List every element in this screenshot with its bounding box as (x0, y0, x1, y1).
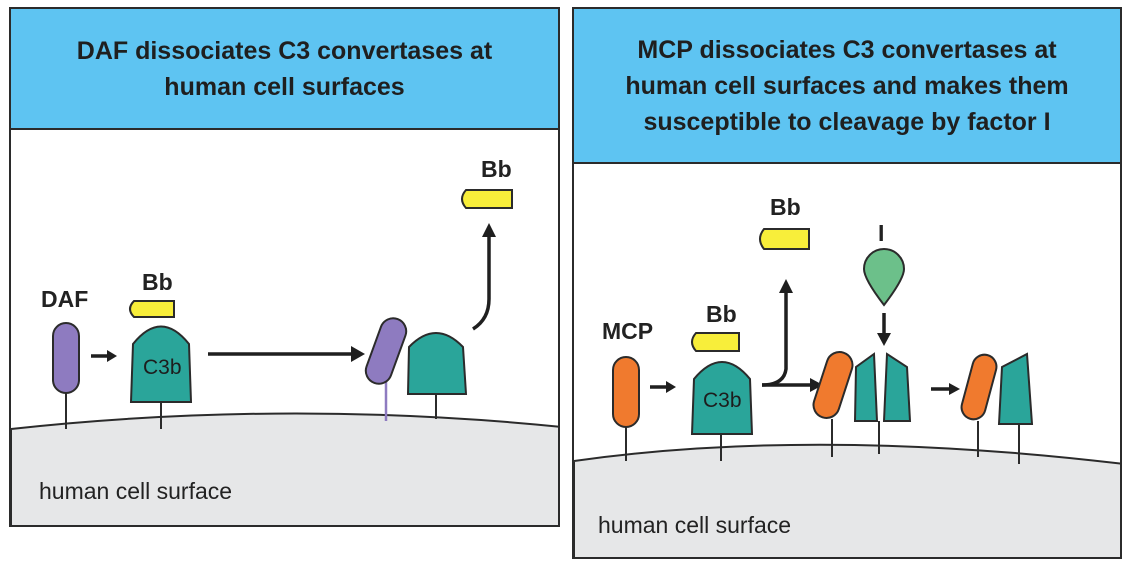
c3b-molecule (690, 361, 754, 435)
arrow-release-head (482, 223, 496, 237)
mcp-bound (812, 351, 854, 419)
arrow-release-head (779, 279, 793, 293)
bb-label-2: Bb (770, 194, 801, 220)
bb-label-1: Bb (142, 269, 173, 295)
daf-label: DAF (41, 286, 88, 312)
daf-diagram: human cell surface DAF Bb C3b Bb (11, 156, 558, 525)
mcp-panel-title: MCP dissociates C3 convertases at human … (625, 35, 1069, 136)
arrow-long-head (351, 346, 365, 362)
daf-molecule (52, 322, 80, 394)
c3b-label: C3b (703, 389, 742, 412)
arrow-factor-i-head (877, 333, 891, 346)
surface-label: human cell surface (39, 478, 232, 504)
mcp-final (960, 353, 998, 421)
mcp-label: MCP (602, 318, 653, 344)
mcp-panel-header: MCP dissociates C3 convertases at human … (574, 9, 1120, 164)
cell-surface (574, 443, 1120, 557)
arrow-release (761, 291, 788, 387)
arrow-small-head (107, 350, 117, 362)
bb-fragment (691, 332, 740, 352)
bb-label-1: Bb (706, 301, 737, 327)
factor-i (862, 248, 906, 307)
daf-panel-title: DAF dissociates C3 convertases at human … (76, 36, 493, 101)
bb-released (759, 228, 810, 250)
mcp-panel: MCP dissociates C3 convertases at human … (572, 7, 1122, 559)
cell-surface (11, 412, 558, 525)
bb-label-2: Bb (481, 156, 512, 182)
c3b-label: C3b (143, 356, 182, 379)
arrow-final-head (949, 383, 960, 395)
bb-fragment (129, 300, 175, 318)
bb-released (461, 189, 513, 209)
daf-panel: DAF dissociates C3 convertases at human … (9, 7, 560, 527)
daf-bound (364, 317, 408, 385)
c3b-cleaved-left (853, 352, 879, 422)
arrow-small-head (666, 381, 676, 393)
c3b-alone (406, 332, 468, 395)
mcp-molecule (612, 356, 640, 428)
c3b-molecule (129, 325, 193, 403)
daf-panel-header: DAF dissociates C3 convertases at human … (11, 9, 558, 130)
factor-i-label: I (878, 220, 884, 246)
arrow-release (472, 235, 491, 331)
arrow-forward-head (810, 378, 823, 392)
ic3b-fragment (997, 352, 1034, 425)
surface-label: human cell surface (598, 512, 791, 538)
mcp-diagram: human cell surface MCP Bb C3b Bb I (574, 194, 1120, 557)
c3b-cleaved-right (882, 352, 912, 422)
